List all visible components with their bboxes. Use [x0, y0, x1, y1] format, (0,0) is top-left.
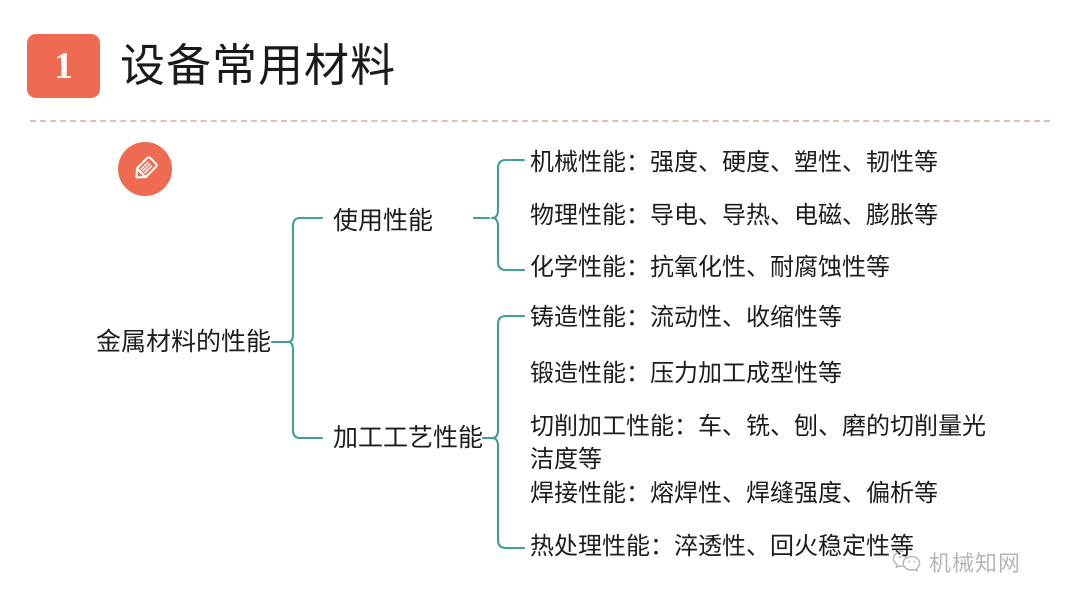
header-divider [30, 120, 1050, 122]
mindmap-leaf-heat-treatment: 热处理性能：淬透性、回火稳定性等 [530, 533, 914, 560]
mindmap-root-label: 金属材料的性能 [96, 328, 272, 356]
pencil-icon [118, 142, 172, 196]
watermark: 机械知网 [892, 546, 1021, 578]
mindmap-leaf-casting: 铸造性能：流动性、收缩性等 [530, 304, 842, 331]
mindmap-branch-label-process: 加工工艺性能 [333, 424, 484, 452]
mindmap-diagram: 金属材料的性能 使用性能 加工工艺性能 机械性能：强度、硬度、塑性、韧性等 物理… [0, 120, 1080, 608]
mindmap-leaf-physical: 物理性能：导电、导热、电磁、膨胀等 [530, 202, 938, 229]
watermark-text: 机械知网 [929, 551, 1022, 576]
mindmap-leaf-mechanical: 机械性能：强度、硬度、塑性、韧性等 [530, 149, 938, 176]
mindmap-leaf-welding: 焊接性能：熔焊性、焊缝强度、偏析等 [530, 480, 938, 507]
slide-header: 1 设备常用材料 [0, 0, 1080, 122]
section-number-badge: 1 [27, 34, 100, 98]
page-title: 设备常用材料 [120, 40, 397, 91]
mindmap-leaf-chemical: 化学性能：抗氧化性、耐腐蚀性等 [530, 254, 890, 281]
mindmap-branch-label-usage: 使用性能 [333, 207, 434, 235]
mindmap-leaf-machining: 切削加工性能：车、铣、刨、磨的切削量光洁度等 [530, 413, 986, 473]
section-number-text: 1 [54, 45, 73, 87]
wechat-icon [892, 549, 922, 575]
mindmap-leaf-forging: 锻造性能：压力加工成型性等 [530, 360, 842, 387]
mindmap-connector-lines [270, 158, 526, 550]
